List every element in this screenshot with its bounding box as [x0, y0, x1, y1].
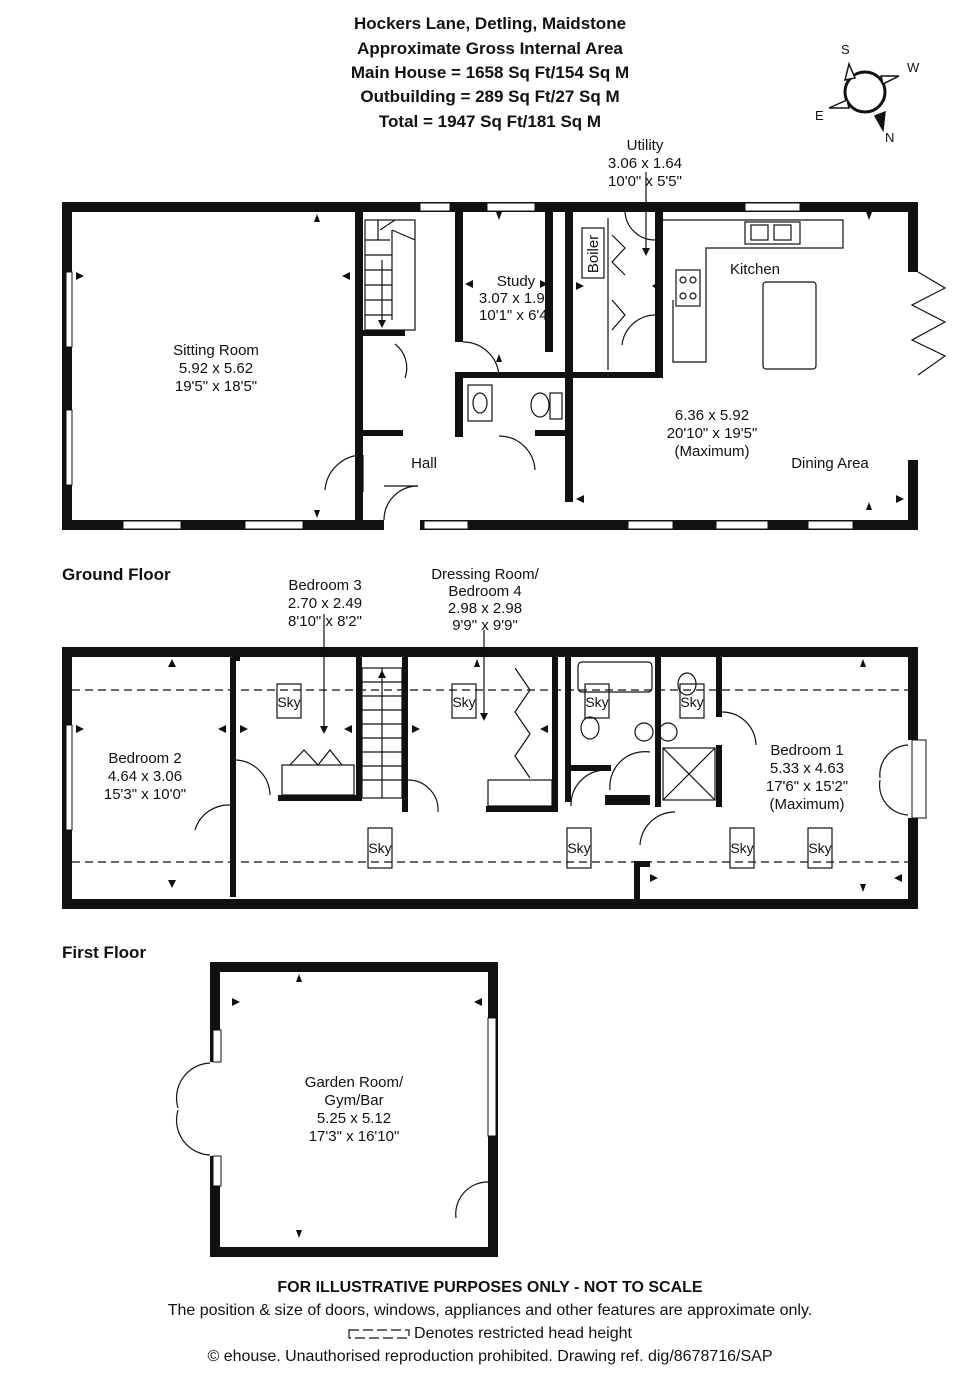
bedroom3-name: Bedroom 3: [288, 577, 362, 594]
dining-area-label: Dining Area: [791, 455, 869, 472]
plan-address: Hockers Lane, Detling, Maidstone: [353, 14, 627, 33]
sky-label: Sky: [567, 840, 590, 856]
study-name: Study: [497, 273, 536, 290]
area-title: Approximate Gross Internal Area: [357, 39, 623, 58]
dressing-name1: Dressing Room/: [431, 566, 539, 583]
dashed-key-icon: [348, 1329, 410, 1339]
sky-label: Sky: [730, 840, 753, 856]
garden-room-metric: 5.25 x 5.12: [317, 1110, 391, 1127]
boiler-label: Boiler: [585, 235, 602, 273]
sky-label: Sky: [368, 840, 391, 856]
compass-s: S: [841, 42, 850, 57]
sky-label: Sky: [808, 840, 831, 856]
dressing-imperial: 9'9" x 9'9": [452, 617, 518, 634]
disclaimer: FOR ILLUSTRATIVE PURPOSES ONLY - NOT TO …: [277, 1279, 703, 1296]
bedroom3-metric: 2.70 x 2.49: [287, 595, 363, 612]
compass-icon: S W E N: [815, 42, 920, 145]
first-floor-plan: Sky Sky Sky Sky Sky Sky Sky Sky Bedroom …: [62, 614, 927, 909]
head-height-note: Denotes restricted head height: [0, 1323, 980, 1345]
ground-floor-plan: Sitting Room 5.92 x 5.62 19'5" x 18'5" S…: [62, 172, 947, 531]
garden-room-name2: Gym/Bar: [324, 1092, 383, 1109]
compass-n: N: [885, 130, 894, 145]
bedroom2-metric: 4.64 x 3.06: [108, 768, 182, 785]
bedroom1-name: Bedroom 1: [770, 742, 843, 759]
sitting-room-imperial: 19'5" x 18'5": [175, 378, 257, 395]
bedroom2-imperial: 15'3" x 10'0": [104, 786, 186, 803]
first-floor-label: First Floor: [62, 943, 147, 962]
utility-metric: 3.06 x 1.64: [607, 155, 683, 172]
sitting-room-name: Sitting Room: [173, 342, 259, 359]
outbuilding-area: Outbuilding = 289 Sq Ft/27 Sq M: [360, 87, 620, 106]
main-house-area: Main House = 1658 Sq Ft/154 Sq M: [350, 63, 630, 82]
bedroom1-note: (Maximum): [770, 796, 845, 813]
total-area: Total = 1947 Sq Ft/181 Sq M: [378, 112, 602, 131]
outbuilding-plan: Garden Room/ Gym/Bar 5.25 x 5.12 17'3" x…: [175, 962, 498, 1257]
compass-w: W: [907, 60, 920, 75]
utility-label: Utility 3.06 x 1.64 10'0" x 5'5": [575, 137, 715, 191]
study-imperial: 10'1" x 6'4": [479, 307, 553, 324]
utility-imperial: 10'0" x 5'5": [608, 173, 682, 190]
kitchen-dining-note: (Maximum): [675, 443, 750, 460]
kitchen-dining-metric: 6.36 x 5.92: [675, 407, 749, 424]
sky-label: Sky: [680, 694, 703, 710]
sky-label: Sky: [585, 694, 608, 710]
bedroom1-imperial: 17'6" x 15'2": [766, 778, 848, 795]
kitchen-dining-imperial: 20'10" x 19'5": [667, 425, 758, 442]
head-height-text: Denotes restricted head height: [414, 1325, 632, 1342]
sitting-room-metric: 5.92 x 5.62: [179, 360, 253, 377]
study-metric: 3.07 x 1.93: [479, 290, 553, 307]
ground-floor-label: Ground Floor: [62, 565, 171, 584]
bedroom3-imperial: 8'10" x 8'2": [288, 613, 362, 630]
position-note: The position & size of doors, windows, a…: [167, 1302, 813, 1319]
sky-label: Sky: [277, 694, 300, 710]
dressing-room-label: Dressing Room/ Bedroom 4 2.98 x 2.98 9'9…: [405, 566, 565, 634]
dressing-name2: Bedroom 4: [448, 583, 522, 600]
compass-e: E: [815, 108, 824, 123]
copyright: © ehouse. Unauthorised reproduction proh…: [207, 1348, 773, 1365]
bedroom2-name: Bedroom 2: [108, 750, 181, 767]
sky-label: Sky: [452, 694, 475, 710]
bedroom1-metric: 5.33 x 4.63: [770, 760, 844, 777]
garden-room-imperial: 17'3" x 16'10": [309, 1128, 400, 1145]
utility-name: Utility: [626, 137, 664, 154]
dressing-metric: 2.98 x 2.98: [447, 600, 523, 617]
garden-room-name1: Garden Room/: [305, 1074, 404, 1091]
bedroom3-label: Bedroom 3 2.70 x 2.49 8'10" x 8'2": [250, 577, 400, 631]
kitchen-name: Kitchen: [730, 261, 780, 278]
hall-label: Hall: [411, 455, 437, 472]
